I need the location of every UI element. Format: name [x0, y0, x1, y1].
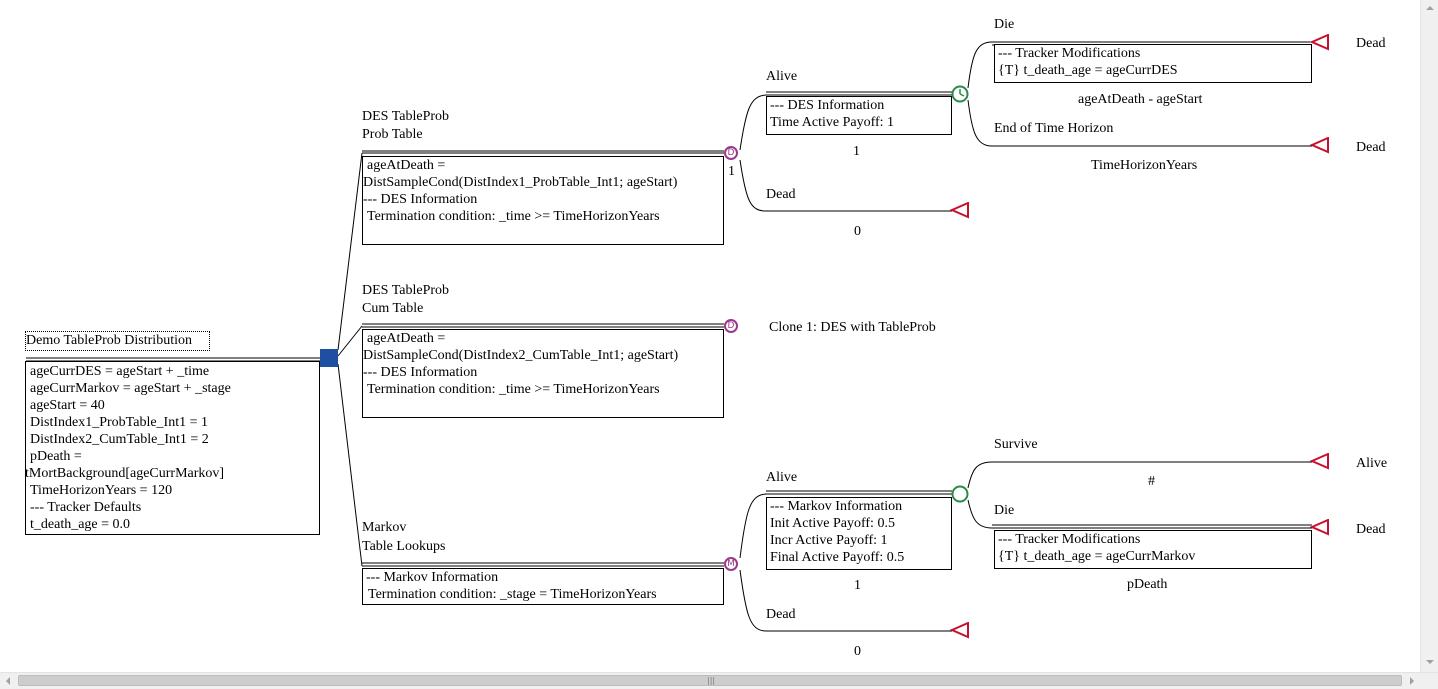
survive-label: Survive — [994, 437, 1038, 452]
info-line: --- Markov Information — [366, 570, 499, 585]
chance-circle-icon[interactable] — [950, 485, 970, 505]
tree-canvas[interactable]: Demo TableProb Distribution ageCurrDES =… — [0, 0, 1420, 672]
des-circle-icon[interactable]: D — [724, 319, 738, 333]
info-line: ageAtDeath = — [367, 158, 446, 173]
info-line: ageAtDeath = — [367, 331, 446, 346]
clone-label[interactable]: Clone 1: DES with TableProb — [769, 320, 936, 335]
terminal-label: Alive — [1356, 456, 1388, 471]
info-line: {T} t_death_age = ageCurrMarkov — [998, 549, 1196, 564]
alive-label: Alive — [766, 69, 798, 84]
tree-connectors — [26, 41, 1312, 632]
die-label: Die — [994, 503, 1015, 518]
dead-prob: 0 — [854, 224, 861, 239]
alive-prob: 1 — [854, 578, 861, 593]
terminal-label: Dead — [1356, 36, 1386, 51]
info-line: --- Markov Information — [770, 499, 903, 514]
info-line: DistSampleCond(DistIndex2_CumTable_Int1;… — [363, 348, 679, 363]
definition-line: DistIndex2_CumTable_Int1 = 2 — [30, 432, 209, 447]
scroll-down-icon[interactable] — [1426, 660, 1434, 664]
scroll-right-icon[interactable] — [1410, 677, 1414, 685]
vertical-scrollbar[interactable] — [1420, 0, 1438, 672]
triangle-terminal-icon[interactable] — [950, 622, 970, 640]
grip-icon: ||| — [707, 676, 716, 685]
info-line: DistSampleCond(DistIndex1_ProbTable_Int1… — [363, 175, 678, 190]
scroll-up-icon[interactable] — [1426, 6, 1434, 10]
triangle-terminal-icon[interactable] — [1310, 519, 1330, 537]
branch-sublabel: Prob Table — [362, 127, 423, 142]
root-title[interactable]: Demo TableProb Distribution — [25, 331, 210, 351]
dead-label: Dead — [766, 607, 796, 622]
info-line: {T} t_death_age = ageCurrDES — [998, 63, 1178, 78]
eoth-prob: TimeHorizonYears — [1091, 158, 1198, 173]
info-line: Final Active Payoff: 0.5 — [770, 550, 905, 565]
prob-table-info-box[interactable]: ageAtDeath = DistSampleCond(DistIndex1_P… — [362, 156, 724, 245]
survive-prob: # — [1148, 474, 1155, 489]
branch-label: DES TableProb — [362, 109, 450, 124]
triangle-terminal-icon[interactable] — [950, 202, 970, 220]
triangle-terminal-icon[interactable] — [1310, 137, 1330, 155]
des-info-box[interactable]: --- DES Information Time Active Payoff: … — [766, 96, 952, 135]
square-node-icon[interactable] — [320, 349, 338, 367]
die-prob: pDeath — [1127, 577, 1168, 592]
info-line: --- Tracker Modifications — [998, 532, 1141, 547]
branch-sublabel: Cum Table — [362, 301, 424, 316]
definition-line: TimeHorizonYears = 120 — [30, 483, 173, 498]
triangle-terminal-icon[interactable] — [1310, 453, 1330, 471]
info-line: Time Active Payoff: 1 — [770, 115, 895, 130]
terminal-label: Dead — [1356, 140, 1386, 155]
die-label: Die — [994, 17, 1015, 32]
definition-line: ageCurrDES = ageStart + _time — [30, 364, 210, 379]
scroll-thumb[interactable]: ||| — [18, 675, 1402, 686]
clock-chance-icon[interactable] — [950, 85, 970, 105]
tracker-box[interactable]: --- Tracker Modifications {T} t_death_ag… — [994, 44, 1312, 83]
info-line: --- DES Information — [363, 365, 478, 380]
terminal-label: Dead — [1356, 522, 1386, 537]
alive-prob: 1 — [853, 144, 860, 159]
definition-line: --- Tracker Defaults — [30, 500, 142, 515]
info-line: --- Tracker Modifications — [998, 46, 1141, 61]
eoth-label: End of Time Horizon — [994, 121, 1114, 136]
branch-sublabel: Table Lookups — [362, 539, 446, 554]
info-line: Termination condition: _stage = TimeHori… — [368, 587, 657, 602]
dead-prob: 0 — [854, 644, 861, 659]
definition-line: ageCurrMarkov = ageStart + _stage — [30, 381, 231, 396]
markov-info-box[interactable]: --- Markov Information Termination condi… — [362, 568, 724, 605]
definition-line: DistIndex1_ProbTable_Int1 = 1 — [30, 415, 209, 430]
die-prob: ageAtDeath - ageStart — [1078, 92, 1203, 107]
branch-prob: 1 — [728, 164, 735, 179]
branch-label: DES TableProb — [362, 283, 450, 298]
branch-label: Markov — [362, 520, 407, 535]
scroll-left-icon[interactable] — [6, 677, 10, 685]
tracker-box[interactable]: --- Tracker Modifications {T} t_death_ag… — [994, 530, 1312, 569]
markov-alive-info-box[interactable]: --- Markov Information Init Active Payof… — [766, 497, 952, 570]
root-definitions-box[interactable]: ageCurrDES = ageStart + _time ageCurrMar… — [25, 361, 320, 535]
markov-circle-icon[interactable]: M — [724, 557, 738, 571]
info-line: Init Active Payoff: 0.5 — [770, 516, 895, 531]
definition-line: tMortBackground[ageCurrMarkov] — [25, 466, 225, 481]
dead-label: Dead — [766, 187, 796, 202]
alive-label: Alive — [766, 470, 798, 485]
info-line: Incr Active Payoff: 1 — [770, 533, 888, 548]
info-line: Termination condition: _time >= TimeHori… — [367, 209, 660, 224]
definition-line: pDeath = — [30, 449, 82, 464]
info-line: --- DES Information — [363, 192, 478, 207]
triangle-terminal-icon[interactable] — [1310, 34, 1330, 52]
info-line: --- DES Information — [770, 98, 885, 113]
horizontal-scrollbar[interactable]: ||| — [0, 672, 1438, 689]
definition-line: ageStart = 40 — [30, 398, 105, 413]
definition-line: t_death_age = 0.0 — [30, 517, 131, 532]
cum-table-info-box[interactable]: ageAtDeath = DistSampleCond(DistIndex2_C… — [362, 329, 724, 418]
info-line: Termination condition: _time >= TimeHori… — [367, 382, 660, 397]
des-circle-icon[interactable]: D — [724, 146, 738, 160]
